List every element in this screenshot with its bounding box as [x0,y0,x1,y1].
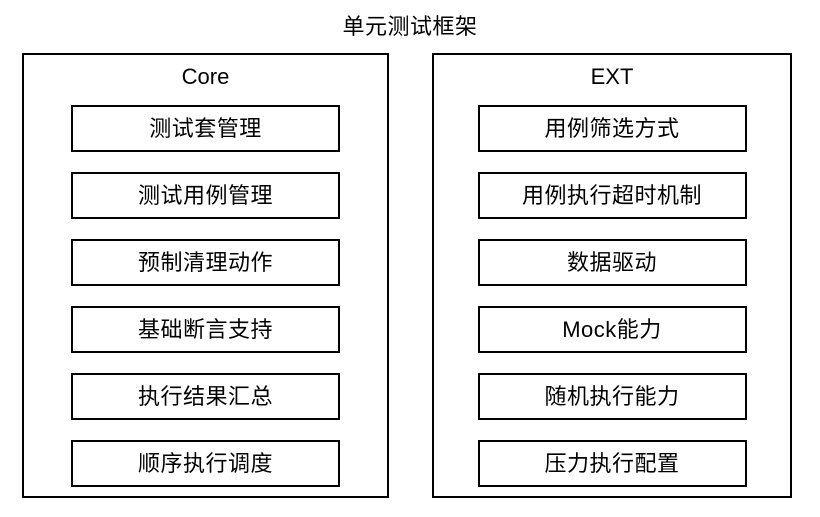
item-label: 预制清理动作 [137,249,273,275]
item-label: Mock能力 [562,316,662,342]
item-label: 压力执行配置 [544,450,680,476]
item-box-core-6[interactable]: 顺序执行调度 [71,440,340,487]
panel-ext: EXT 用例筛选方式 用例执行超时机制 数据驱动 Mock能力 随机执行能力 压… [432,53,792,498]
item-box-core-5[interactable]: 执行结果汇总 [71,373,340,420]
item-box-core-2[interactable]: 测试用例管理 [71,172,340,219]
item-box-core-3[interactable]: 预制清理动作 [71,239,340,286]
item-label: 数据驱动 [566,249,657,275]
panel-core-item-list: 测试套管理 测试用例管理 预制清理动作 基础断言支持 执行结果汇总 顺序执行调度 [24,105,387,507]
item-box-ext-4[interactable]: Mock能力 [477,306,747,353]
item-box-ext-5[interactable]: 随机执行能力 [477,373,747,420]
panel-core: Core 测试套管理 测试用例管理 预制清理动作 基础断言支持 执行结果汇总 顺… [22,53,389,498]
item-label: 顺序执行调度 [137,450,273,476]
item-box-core-4[interactable]: 基础断言支持 [71,306,340,353]
panel-ext-title: EXT [590,64,634,89]
item-box-core-1[interactable]: 测试套管理 [71,105,340,152]
item-label: 用例筛选方式 [544,115,680,141]
item-box-ext-1[interactable]: 用例筛选方式 [477,105,747,152]
item-label: 基础断言支持 [137,316,273,342]
panel-ext-item-list: 用例筛选方式 用例执行超时机制 数据驱动 Mock能力 随机执行能力 压力执行配… [434,105,790,507]
item-label: 测试用例管理 [137,182,273,208]
panel-core-title: Core [181,64,230,89]
item-label: 执行结果汇总 [137,383,273,409]
item-box-ext-3[interactable]: 数据驱动 [477,239,747,286]
item-label: 用例执行超时机制 [521,182,702,208]
item-label: 测试套管理 [149,115,262,141]
item-box-ext-6[interactable]: 压力执行配置 [477,440,747,487]
diagram-title: 单元测试框架 [342,14,478,39]
item-label: 随机执行能力 [544,383,680,409]
item-box-ext-2[interactable]: 用例执行超时机制 [477,172,747,219]
